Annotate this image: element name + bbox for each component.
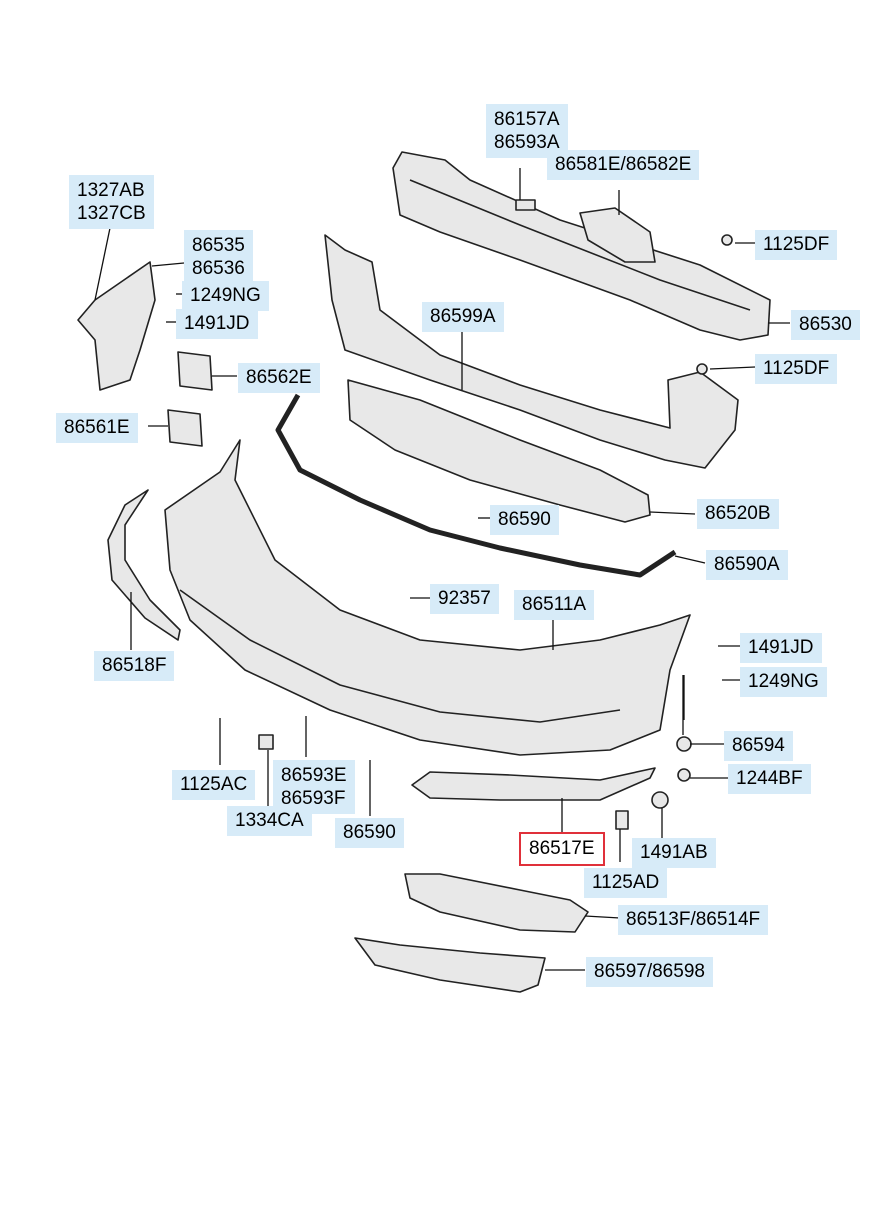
label-86594[interactable]: 86594 — [724, 731, 793, 761]
fastener-1125df — [721, 234, 733, 246]
label-1125ac[interactable]: 1125AC — [172, 770, 256, 800]
label-1491jd-right[interactable]: 1491JD — [740, 633, 822, 663]
bracket-86581e — [579, 207, 656, 263]
label-1125ad[interactable]: 1125AD — [584, 868, 668, 898]
leader-lines — [94, 168, 790, 971]
label-86511a[interactable]: 86511A — [514, 590, 595, 620]
label-1125df-mid[interactable]: 1125DF — [755, 354, 838, 384]
clip-86562e — [177, 351, 213, 391]
label-86593a: 86593A — [494, 132, 560, 153]
tab-86157a — [515, 199, 536, 211]
fastener-1244bf — [677, 768, 691, 782]
label-1125df-top[interactable]: 1125DF — [755, 230, 838, 260]
label-86593e: 86593E — [281, 765, 347, 786]
label-86157a-86593a[interactable]: 86157A 86593A — [486, 104, 568, 158]
grille-bracket-86597 — [354, 937, 546, 993]
label-86518f[interactable]: 86518F — [94, 651, 175, 681]
label-1327cb: 1327CB — [77, 203, 146, 224]
label-86593f: 86593F — [281, 788, 346, 809]
side-bracket-86535 — [77, 261, 156, 391]
label-1491ab[interactable]: 1491AB — [632, 838, 716, 868]
label-86590-lower[interactable]: 86590 — [335, 818, 404, 848]
label-86517e-highlighted[interactable]: 86517E — [519, 832, 605, 866]
label-86513f-86514f[interactable]: 86513F/86514F — [618, 905, 769, 935]
fastener-1125ad — [615, 810, 629, 830]
label-86535: 86535 — [192, 235, 245, 256]
label-92357[interactable]: 92357 — [430, 584, 499, 614]
absorber-86520b — [347, 379, 651, 523]
label-86562e[interactable]: 86562E — [238, 363, 320, 393]
label-86581e-86582e[interactable]: 86581E/86582E — [547, 150, 700, 180]
label-1249ng-top[interactable]: 1249NG — [182, 281, 269, 311]
label-86599a[interactable]: 86599A — [422, 302, 504, 332]
label-86535-86536[interactable]: 86535 86536 — [184, 230, 253, 284]
side-strip-86518f — [107, 489, 181, 641]
label-86520b[interactable]: 86520B — [697, 499, 779, 529]
label-86157a: 86157A — [494, 109, 560, 130]
fastener-1125df-2 — [696, 363, 708, 375]
label-86530[interactable]: 86530 — [791, 310, 860, 340]
label-1327ab: 1327AB — [77, 180, 145, 201]
label-86597-86598[interactable]: 86597/86598 — [586, 957, 713, 987]
label-1327ab-1327cb[interactable]: 1327AB 1327CB — [69, 175, 154, 229]
grille-86513f — [404, 873, 589, 933]
label-1491jd-top[interactable]: 1491JD — [176, 309, 258, 339]
label-1244bf[interactable]: 1244BF — [728, 764, 811, 794]
carrier-86599a — [324, 234, 739, 469]
label-1334ca[interactable]: 1334CA — [227, 806, 312, 836]
lower-strip-86517e — [411, 767, 656, 801]
label-1249ng-right[interactable]: 1249NG — [740, 667, 827, 697]
bumper-cover-86511a — [164, 439, 691, 756]
label-86590-upper[interactable]: 86590 — [490, 505, 559, 535]
clip-86561e — [167, 409, 203, 447]
molding-86590a — [275, 393, 677, 578]
label-86593e-86593f[interactable]: 86593E 86593F — [273, 760, 355, 814]
label-86590a[interactable]: 86590A — [706, 550, 788, 580]
label-86536: 86536 — [192, 258, 245, 279]
fastener-1334ca — [258, 734, 274, 750]
fastener-86594 — [676, 736, 692, 752]
reinforcement-beam-86530 — [392, 151, 771, 341]
label-86561e[interactable]: 86561E — [56, 413, 138, 443]
fastener-1491ab — [651, 791, 669, 809]
